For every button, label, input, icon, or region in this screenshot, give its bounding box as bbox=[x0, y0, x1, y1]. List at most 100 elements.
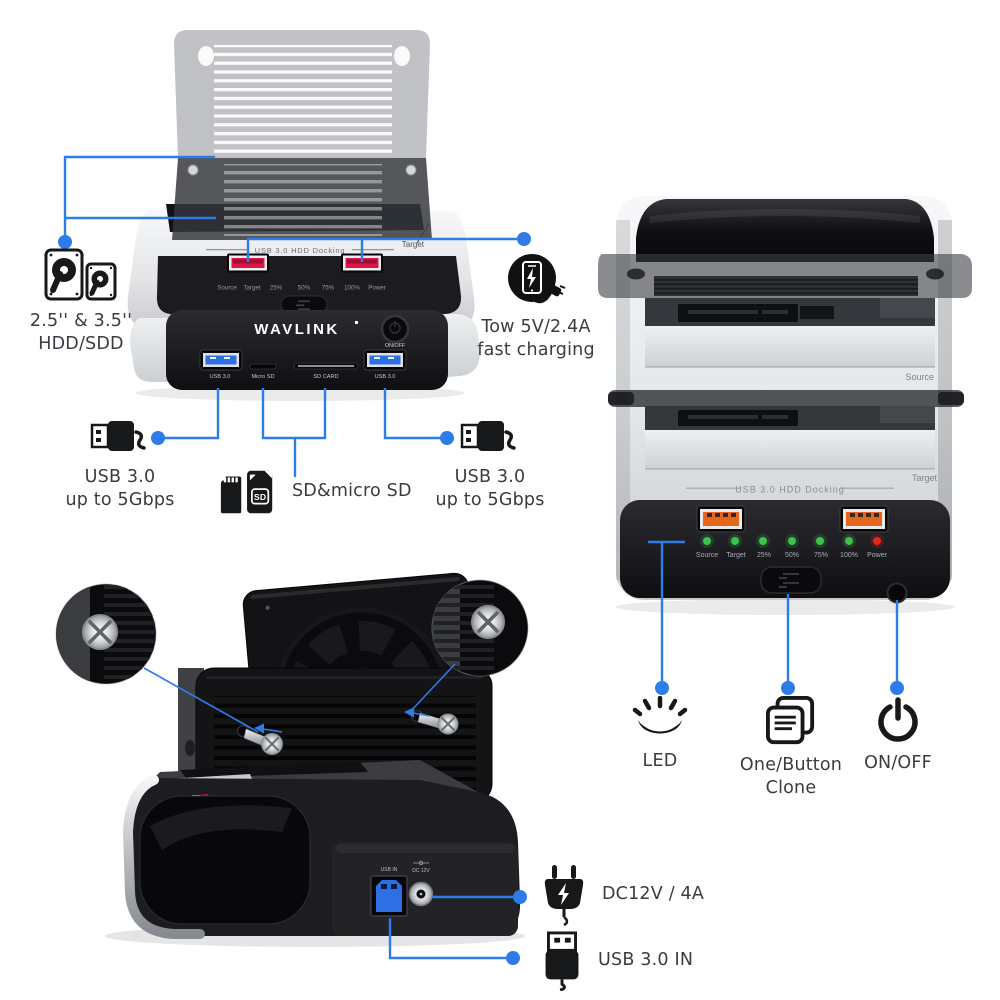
callout-lines bbox=[58, 155, 904, 965]
dock-front-product-photo: USB 3.0 HDD Docking Target Source Target… bbox=[127, 30, 480, 401]
usb-b-input-port bbox=[370, 875, 408, 917]
power-icon bbox=[878, 697, 918, 742]
divider bbox=[352, 249, 394, 251]
sd-icon-text: SD bbox=[254, 492, 266, 502]
cover-hole bbox=[198, 46, 214, 66]
callout-dot bbox=[58, 235, 72, 249]
power-knob bbox=[886, 582, 908, 604]
led-source bbox=[703, 537, 711, 545]
top-handle bbox=[636, 199, 934, 262]
led-100 bbox=[845, 537, 853, 545]
target-label: Target bbox=[402, 240, 425, 249]
led-label: 50% bbox=[785, 552, 799, 559]
power-button bbox=[380, 314, 410, 344]
callout-usb-left: USB 3.0 up to 5Gbps bbox=[35, 416, 205, 513]
led-label: LED bbox=[642, 751, 678, 771]
target-label: Target bbox=[912, 473, 938, 483]
sd-cards-icon: SD bbox=[220, 470, 273, 514]
led-label: Target bbox=[243, 285, 260, 292]
usb-right-line1: USB 3.0 bbox=[454, 467, 526, 487]
dc-plug-icon bbox=[544, 865, 584, 927]
usb3-port-left bbox=[199, 349, 243, 371]
callout-on-off: ON/OFF bbox=[822, 696, 974, 775]
led-label: Target bbox=[726, 552, 746, 559]
callout-fast-charging: Tow 5V/2.4A fast charging bbox=[456, 252, 616, 363]
callout-dot bbox=[655, 681, 669, 695]
usb-b-plug-icon bbox=[545, 931, 579, 991]
support-hole bbox=[185, 740, 195, 756]
dock-base bbox=[122, 760, 521, 939]
led-label: Power bbox=[867, 552, 888, 559]
callout-dc-power: DC12V / 4A bbox=[540, 862, 704, 928]
led-label-row: Source Target 25% 50% 75% 100% Power bbox=[696, 552, 888, 559]
led-label: 25% bbox=[757, 552, 771, 559]
led-power bbox=[873, 537, 881, 545]
led-label: Power bbox=[368, 285, 386, 292]
led-label: 75% bbox=[322, 285, 335, 292]
divider bbox=[686, 487, 740, 489]
drive-bay-target bbox=[645, 406, 935, 470]
dc-jack bbox=[408, 881, 434, 907]
usb-input-label: USB 3.0 IN bbox=[598, 950, 694, 971]
callout-drive-sizes: 2.5'' & 3.5'' HDD/SDD bbox=[8, 248, 154, 357]
led-label-row: Source Target 25% 50% 75% 100% Power bbox=[217, 285, 386, 292]
dock-panel-text: USB 3.0 HDD Docking bbox=[255, 246, 346, 255]
drive-bay-source bbox=[645, 298, 935, 368]
led-label: 50% bbox=[298, 285, 311, 292]
drive-sizes-line1: 2.5'' & 3.5'' bbox=[29, 311, 133, 331]
cover-hole bbox=[627, 268, 645, 280]
clone-button bbox=[760, 566, 822, 594]
one-button-clone-icon bbox=[766, 696, 815, 745]
led-label: 100% bbox=[840, 552, 858, 559]
usb-plug-icon bbox=[460, 421, 516, 451]
cover-front-vents bbox=[224, 164, 382, 236]
micro-sd-label: Micro SD bbox=[252, 374, 275, 380]
usb-in-label: USB IN bbox=[381, 867, 398, 873]
power-button-label: ON/OFF bbox=[385, 343, 406, 349]
led-light-icon bbox=[632, 696, 688, 734]
shadow bbox=[615, 599, 955, 615]
phone-charging-icon bbox=[508, 254, 566, 304]
cover-tab bbox=[938, 392, 964, 405]
cover-hole bbox=[394, 46, 410, 66]
charge-usb-port-right bbox=[839, 505, 889, 533]
dock-rear-product-photo: USB IN DC 12V bbox=[55, 572, 529, 947]
led-25 bbox=[759, 537, 767, 545]
callout-card-reader: SD SD&micro SD bbox=[218, 468, 412, 516]
led-label: Source bbox=[217, 285, 237, 292]
callout-dot bbox=[781, 681, 795, 695]
cover-vents bbox=[214, 45, 392, 155]
source-label: Source bbox=[905, 372, 934, 382]
usb-left-line1: USB 3.0 bbox=[84, 467, 156, 487]
callout-dot bbox=[440, 431, 454, 445]
led-50 bbox=[788, 537, 796, 545]
card-reader-label: SD&micro SD bbox=[292, 481, 412, 502]
callout-dot bbox=[890, 681, 904, 695]
hub-port-labels: USB 3.0 Micro SD SD CARD USB 3.0 bbox=[210, 374, 396, 380]
dock-side-product-photo: Source Target USB 3.0 HDD Docking bbox=[598, 196, 972, 615]
top-gloss bbox=[650, 209, 920, 223]
cover-hole bbox=[926, 268, 944, 280]
brand-logo: WAVLINK bbox=[254, 321, 340, 338]
usb-port-label: USB 3.0 bbox=[375, 374, 396, 380]
divider bbox=[206, 249, 248, 251]
cover-tab bbox=[608, 392, 634, 405]
hinge-screw bbox=[187, 164, 199, 176]
dust-cover-plate bbox=[608, 390, 964, 407]
callout-dot bbox=[506, 951, 520, 965]
dust-cover bbox=[172, 30, 432, 240]
led-label: 25% bbox=[270, 285, 283, 292]
usb-right-line2: up to 5Gbps bbox=[435, 490, 545, 511]
led-indicator-row bbox=[700, 534, 884, 548]
sd-card-slot bbox=[293, 362, 359, 370]
callout-dot bbox=[151, 431, 165, 445]
callout-led: LED bbox=[585, 696, 735, 773]
led-label: Source bbox=[696, 552, 718, 559]
on-off-label: ON/OFF bbox=[864, 753, 932, 773]
led-label: 75% bbox=[814, 552, 828, 559]
dock-panel-text: USB 3.0 HDD Docking bbox=[735, 485, 845, 495]
callout-usb-right: USB 3.0 up to 5Gbps bbox=[405, 416, 575, 513]
fast-charging-line2: fast charging bbox=[477, 340, 595, 361]
brand-logo-dot bbox=[355, 321, 358, 324]
hdd-icon bbox=[44, 248, 117, 301]
